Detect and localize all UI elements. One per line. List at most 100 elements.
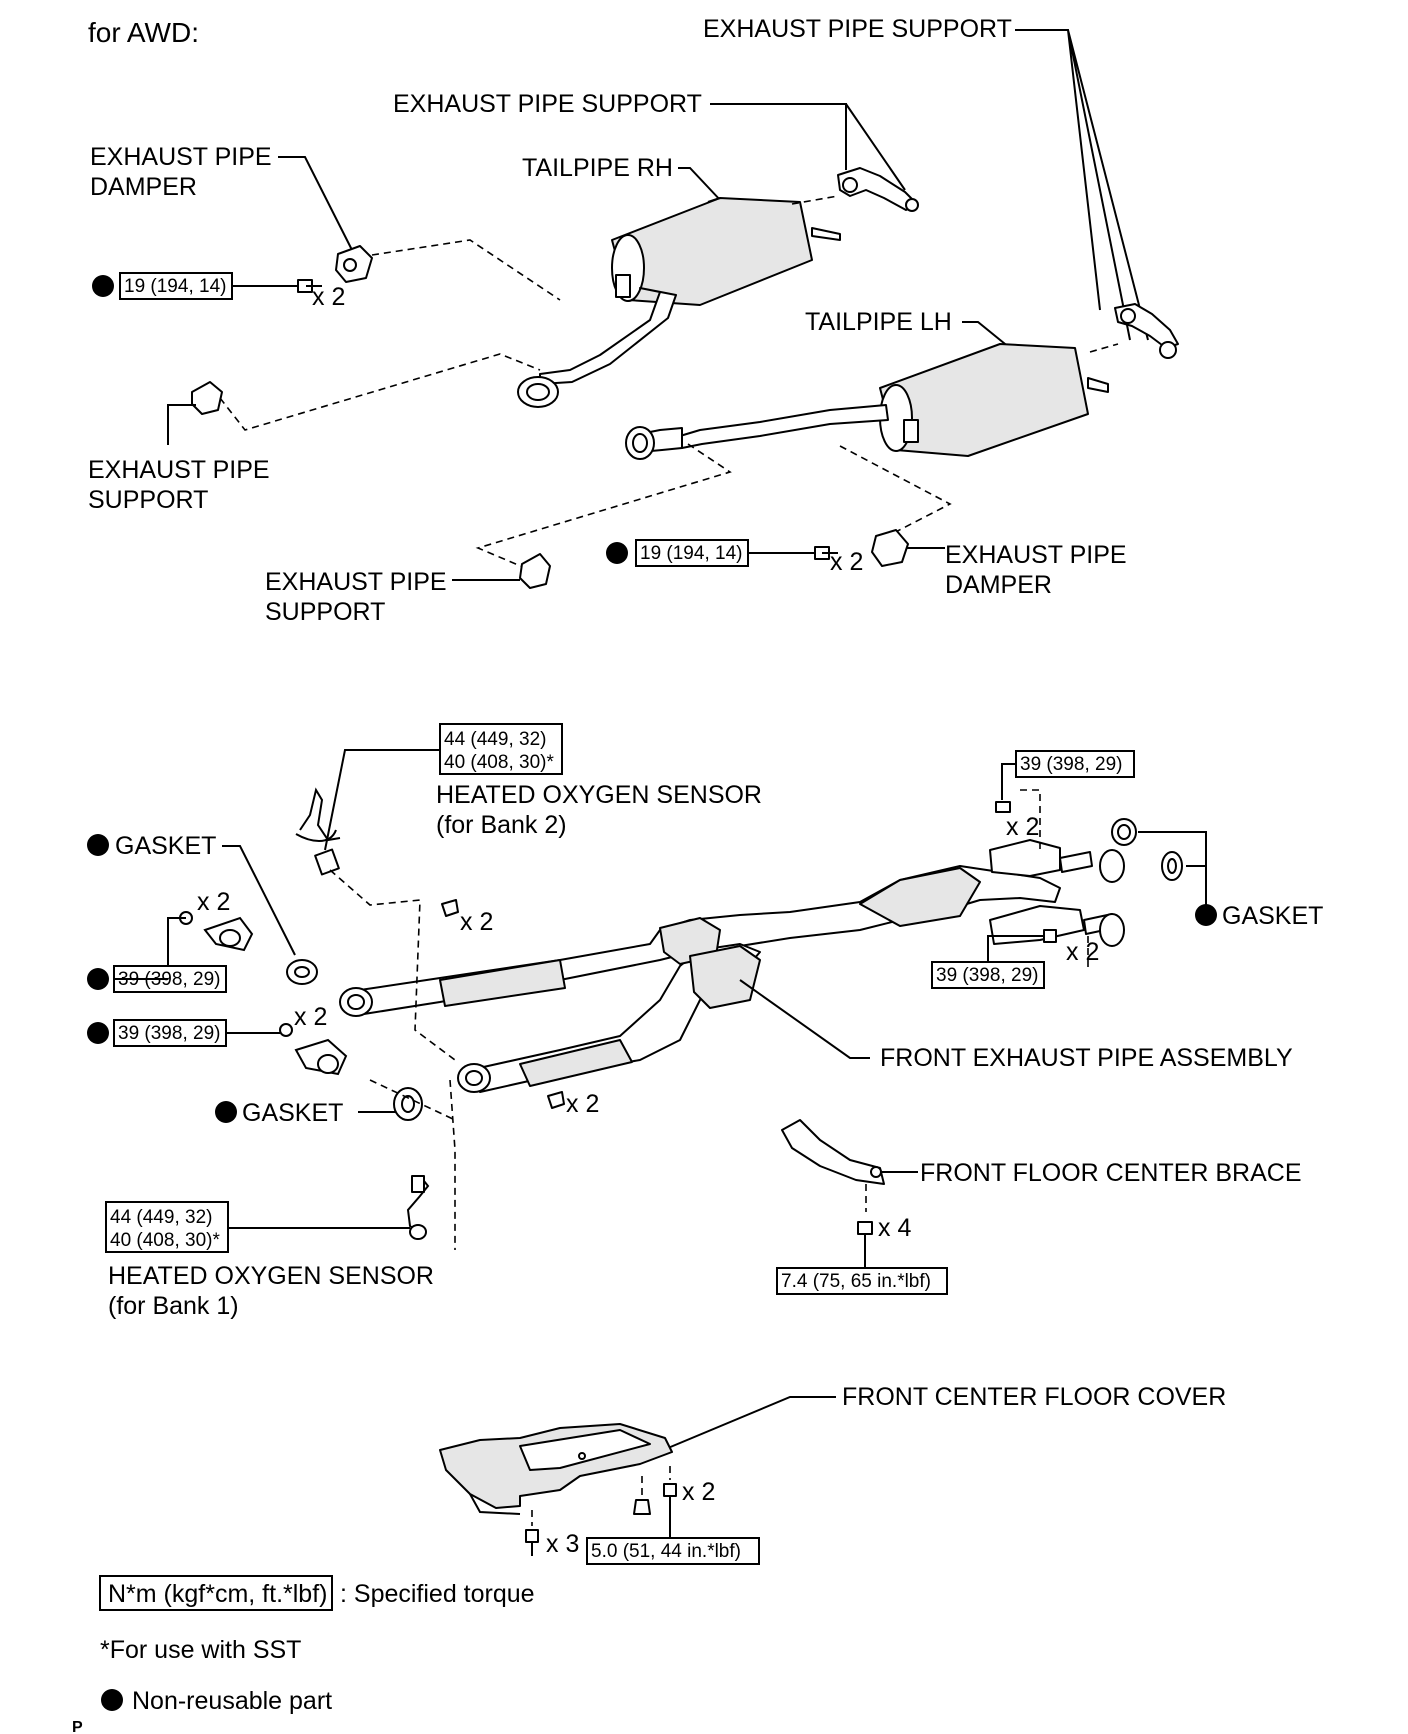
leader-gasket-left-top [222,845,296,956]
torque-box-sensor-bank1 [105,1201,229,1253]
qty-mid-top-nuts: x 2 [460,908,493,936]
front-floor-center-brace-part [781,1119,885,1185]
tailpipe-lh-part [625,343,1109,460]
leader-floor-cover [667,1396,836,1449]
legend-non-reusable: Non-reusable part [132,1687,332,1715]
leader-support-left [167,404,196,445]
label-exhaust-pipe-damper-left-1: EXHAUST PIPE [90,143,272,171]
non-reusable-marker-7 [1195,904,1217,926]
dash-lh-support [1089,343,1119,353]
torque-brace: 7.4 (75, 65 in.*lbf) [781,1271,931,1292]
torque-box-left-lower [113,1019,227,1047]
torque-left-lower: 39 (398, 29) [118,1023,220,1044]
legend-torque-desc: : Specified torque [340,1580,535,1608]
qty-right-bolts: x 2 [1066,938,1099,966]
left-upper-flange-part [203,916,254,952]
label-gasket-right: GASKET [1222,902,1323,930]
dash-top-right [1020,789,1041,850]
bolt-icon [1043,929,1057,943]
leader-support-top-mid [710,103,906,191]
exhaust-pipe-support-top-right-part [1114,303,1179,359]
dash-rh-support [791,195,839,205]
tailpipe-rh-part [517,197,841,408]
leader-right [987,935,1044,962]
label-heated-oxygen-sensor-bank1-2: (for Bank 1) [108,1292,239,1320]
torque-right-flange: 39 (398, 29) [936,965,1038,986]
dash-damper-left-to-rh [371,239,561,301]
label-exhaust-pipe-support-top-right: EXHAUST PIPE SUPPORT [703,15,1012,43]
gasket-right-hole-1 [1117,824,1131,840]
qty-left-lower-nuts: x 2 [294,1003,327,1031]
label-front-center-floor-cover: FRONT CENTER FLOOR COVER [842,1383,1226,1411]
gasket-right-hole-2 [1167,858,1177,874]
torque-box-top-right [1015,750,1135,778]
qty-mid-bottom-nuts: x 2 [566,1090,599,1118]
torque-box-damper-right [635,539,749,567]
torque-damper-left: 19 (194, 14) [124,276,226,297]
qty-cover-bolts-right: x 2 [682,1478,715,1506]
torque-sensor-bank2-line2: 40 (408, 30)* [444,752,554,773]
legend-torque-units: N*m (kgf*cm, ft.*lbf) [108,1580,327,1608]
dash-support-bottom [475,443,732,571]
label-exhaust-pipe-damper-right-2: DAMPER [945,571,1052,599]
leader-gasket-right [1138,831,1207,912]
leader-tailpipe-rh [678,167,723,203]
heated-oxygen-sensor-bank2-part [295,787,341,876]
dash-sensor-bank1 [449,1079,456,1250]
nut-icon [279,1023,293,1037]
bolt-icon [297,279,322,293]
leader-front-exhaust-pipe [739,979,870,1059]
torque-left-upper: 39 (398, 29) [118,969,220,990]
front-center-floor-cover-part [439,1423,673,1515]
non-reusable-marker-6 [215,1101,237,1123]
non-reusable-marker-1 [92,275,114,297]
dash-sensor-bank2 [329,869,456,1061]
torque-top-right-flange: 39 (398, 29) [1020,754,1122,775]
label-exhaust-pipe-support-left-1: EXHAUST PIPE [88,456,270,484]
label-exhaust-pipe-support-bottom-1: EXHAUST PIPE [265,568,447,596]
torque-box-brace [776,1267,948,1295]
dash-gasket-bottom [369,1079,456,1121]
dash-support-left [219,353,541,431]
dash-damper-right [839,445,952,541]
exhaust-pipe-support-top-mid-part [837,167,919,212]
label-exhaust-pipe-damper-right-1: EXHAUST PIPE [945,541,1127,569]
label-exhaust-pipe-support-left-2: SUPPORT [88,486,208,514]
torque-sensor-bank2-line1: 44 (449, 32) [444,729,546,750]
legend-non-reusable-marker [101,1689,123,1711]
label-heated-oxygen-sensor-bank2-2: (for Bank 2) [436,811,567,839]
torque-sensor-bank1-line2: 40 (408, 30)* [110,1230,220,1251]
non-reusable-marker-3 [87,834,109,856]
label-gasket-left-bottom: GASKET [242,1099,343,1127]
qty-left-upper-nuts: x 2 [197,888,230,916]
torque-sensor-bank1-line1: 44 (449, 32) [110,1207,212,1228]
label-tailpipe-lh: TAILPIPE LH [805,308,952,336]
legend-torque-box [99,1575,333,1611]
torque-damper-right: 19 (194, 14) [640,543,742,564]
non-reusable-marker-2 [606,542,628,564]
leader-tailpipe-lh [962,321,1011,349]
front-exhaust-pipe-assembly-part [339,839,1125,1093]
bolt-icon [814,546,838,560]
qty-damper-left: x 2 [312,283,345,311]
diagram-heading: for AWD: [88,17,199,48]
bolt-icon [663,1483,677,1510]
label-exhaust-pipe-support-top-mid: EXHAUST PIPE SUPPORT [393,90,702,118]
nut-icon [441,899,459,917]
label-heated-oxygen-sensor-bank1-1: HEATED OXYGEN SENSOR [108,1262,434,1290]
exhaust-pipe-support-bottom-part [519,553,551,589]
legend-sst-note: *For use with SST [100,1636,301,1664]
qty-cover-bolts-left: x 3 [546,1530,579,1558]
torque-box-floor-cover [586,1537,760,1565]
qty-brace-bolts: x 4 [878,1214,911,1242]
bolt-icon [525,1529,539,1556]
non-reusable-marker-4 [87,968,109,990]
label-front-exhaust-pipe-assembly: FRONT EXHAUST PIPE ASSEMBLY [880,1044,1293,1072]
torque-floor-cover: 5.0 (51, 44 in.*lbf) [591,1541,741,1562]
label-tailpipe-rh: TAILPIPE RH [522,154,673,182]
gasket-left-bottom-hole [401,1095,415,1113]
footer-mark: P [72,1719,83,1734]
qty-top-right-bolts: x 2 [1006,813,1039,841]
exhaust-pipe-damper-left-part [335,245,373,283]
